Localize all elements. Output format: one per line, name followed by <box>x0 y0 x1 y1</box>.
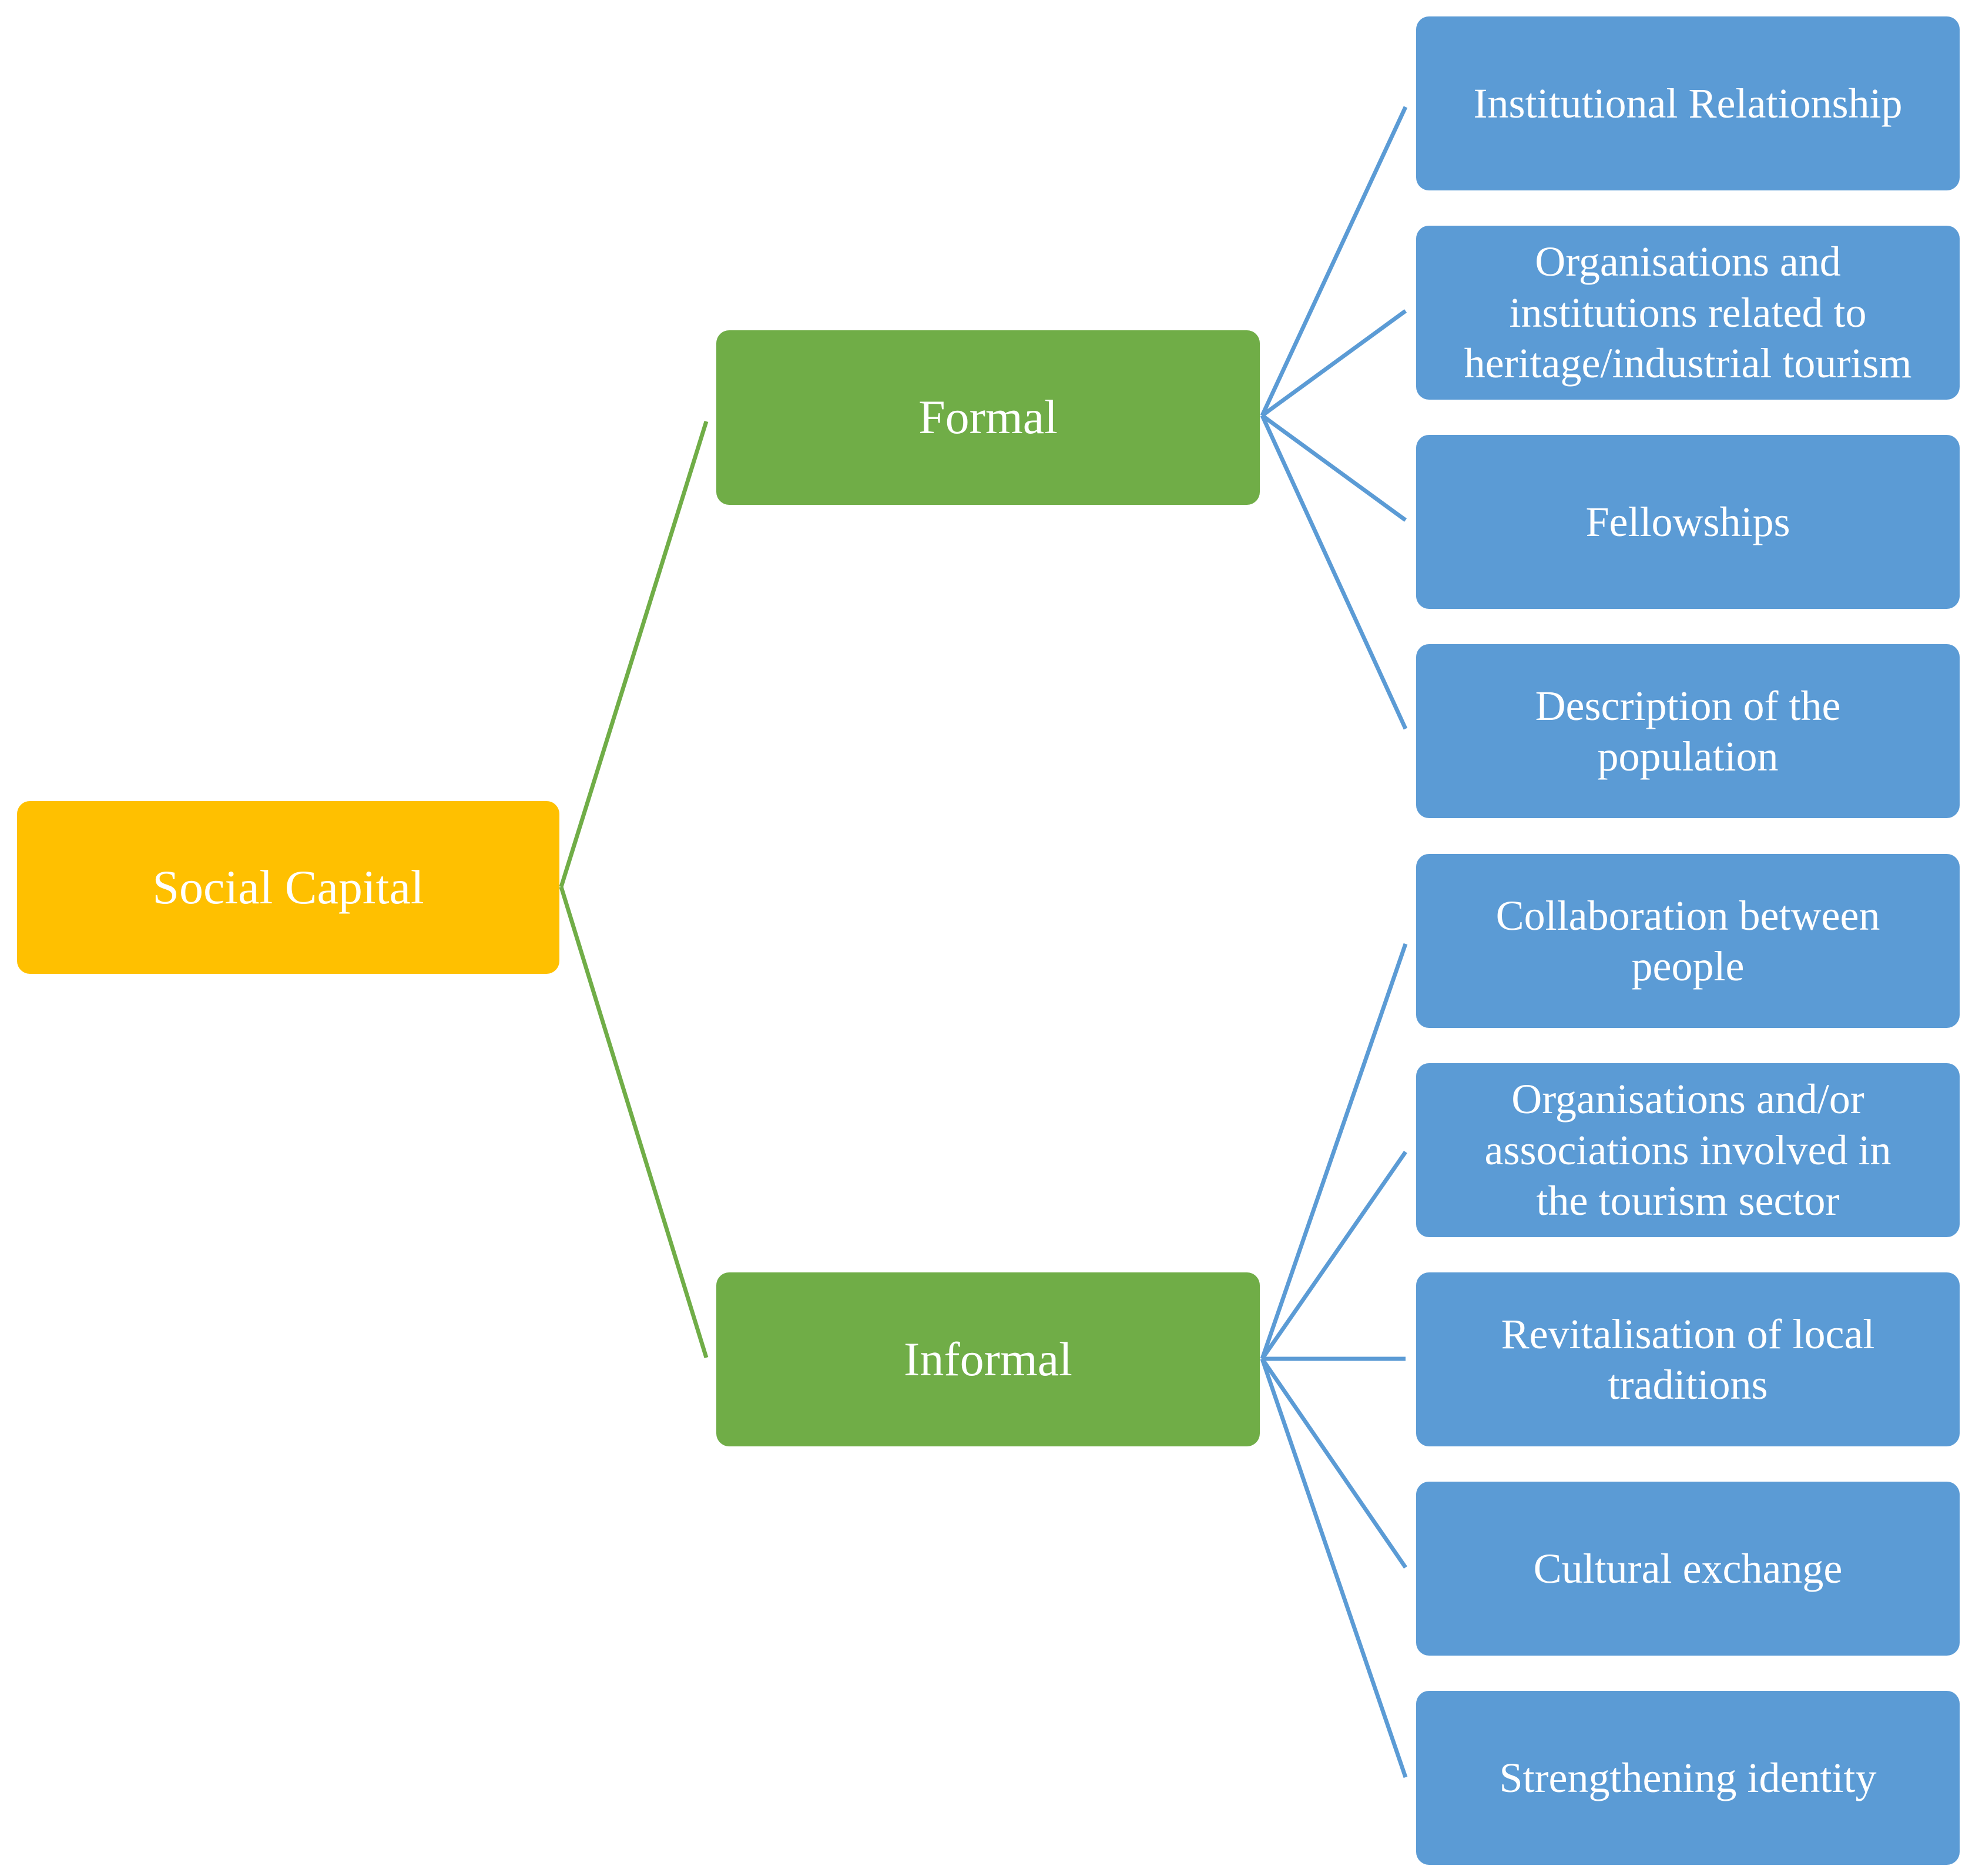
leaf-collaboration-between-people: Collaboration between people <box>1416 854 1960 1028</box>
node-informal: Informal <box>716 1272 1260 1446</box>
link-informal-leaf-2 <box>1260 1151 1407 1360</box>
link-formal-leaf-2 <box>1260 309 1407 417</box>
leaf-fellowships: Fellowships <box>1416 435 1960 609</box>
link-formal-leaf-4 <box>1260 414 1408 730</box>
link-formal-leaf-3 <box>1260 414 1407 522</box>
link-informal-leaf-1 <box>1260 943 1408 1360</box>
leaf-cultural-exchange: Cultural exchange <box>1416 1482 1960 1656</box>
leaf-organisations-institutions-heritage: Organisations and institutions related t… <box>1416 226 1960 400</box>
link-informal-leaf-4 <box>1260 1358 1407 1569</box>
leaf-strengthening-identity: Strengthening identity <box>1416 1691 1960 1865</box>
link-root-informal <box>559 886 709 1359</box>
link-formal-leaf-1 <box>1260 106 1408 417</box>
node-formal: Formal <box>716 330 1260 505</box>
leaf-organisations-associations-tourism: Organisations and/or associations involv… <box>1416 1063 1960 1237</box>
link-root-formal <box>559 420 709 888</box>
leaf-description-of-population: Description of the population <box>1416 644 1960 818</box>
leaf-institutional-relationship: Institutional Relationship <box>1416 16 1960 190</box>
link-informal-leaf-5 <box>1260 1358 1408 1778</box>
node-social-capital: Social Capital <box>17 801 559 974</box>
leaf-revitalisation-local-traditions: Revitalisation of local traditions <box>1416 1272 1960 1446</box>
